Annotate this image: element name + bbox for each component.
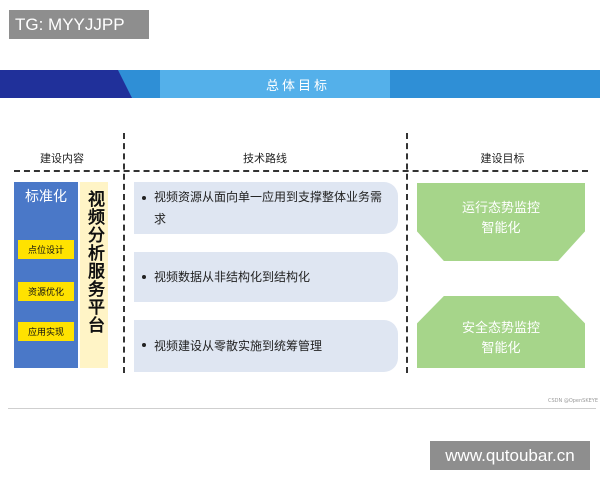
route-text: 视频资源从面向单一应用到支撑整体业务需求 [154,190,383,226]
platform-label: 视频分析服务平台 [84,190,104,334]
route-item: 视频资源从面向单一应用到支撑整体业务需求 [134,182,398,234]
bullet-icon [142,275,146,279]
column-heading-goals: 建设目标 [480,152,525,165]
source-credit: CSDN @OpenSKEYE [547,398,598,404]
goal-line: 安全态势监控 [461,321,540,336]
goal-operation-monitoring: 运行态势监控 智能化 [417,183,585,261]
watermark-top: TG: MYYJJPP [9,10,149,39]
watermark-bottom: www.qutoubar.cn [430,441,590,470]
platform-panel [80,182,108,368]
tag-resource-optimization: 资源优化 [18,282,74,301]
route-text: 视频数据从非结构化到结构化 [154,270,311,284]
bullet-icon [142,196,146,200]
bottom-divider [8,408,596,409]
route-item: 视频数据从非结构化到结构化 [134,252,398,302]
column-heading-technical-route: 技术路线 [243,152,287,165]
column-divider-left [123,133,125,373]
banner-title: 总体目标 [265,78,330,94]
goal-line: 智能化 [481,341,521,356]
tag-application: 应用实现 [18,322,74,341]
column-divider-right [406,133,408,373]
banner-highlight [160,70,390,98]
goal-line: 运行态势监控 [461,201,540,216]
route-item: 视频建设从零散实施到统筹管理 [134,320,398,372]
header-divider [14,170,588,172]
tag-point-design: 点位设计 [18,240,74,259]
goal-security-monitoring: 安全态势监控 智能化 [417,296,585,368]
goal-text: 运行态势监控 智能化 [462,199,540,245]
goal-line: 智能化 [481,221,521,236]
standardization-label: 标准化 [25,189,67,205]
column-heading-construction: 建设内容 [40,152,84,165]
route-text: 视频建设从零散实施到统筹管理 [154,339,323,353]
goal-text: 安全态势监控 智能化 [462,305,540,359]
bullet-icon [142,343,146,347]
